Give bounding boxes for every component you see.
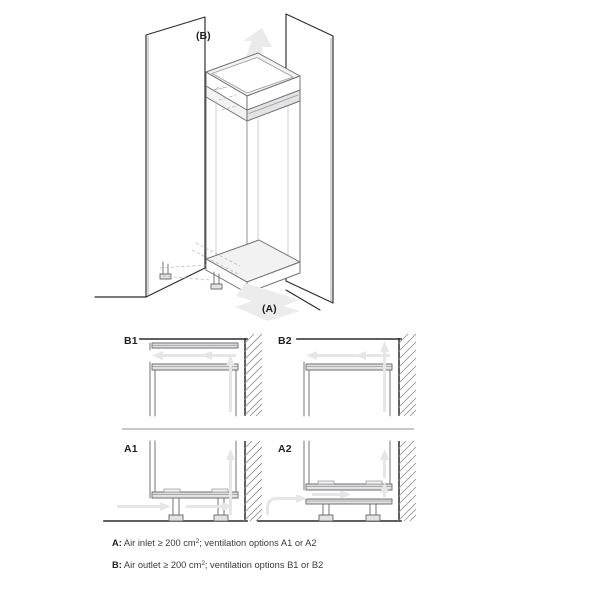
panel-b2-label: B2	[278, 335, 292, 347]
airflow-arrows-a2	[266, 449, 389, 515]
panel-a1-label: A1	[124, 443, 138, 455]
wall-hatching-b2	[397, 334, 416, 416]
caption-block: A: Air inlet ≥ 200 cm2; ventilation opti…	[112, 538, 323, 570]
wall-hatching-a1	[243, 441, 262, 522]
panel-b1-label: B1	[124, 335, 138, 347]
airflow-arrows-a1	[117, 449, 235, 515]
wall-hatching-a2	[397, 441, 416, 522]
leader-line-a	[285, 289, 321, 311]
airflow-arrows-b2	[306, 341, 390, 412]
caption-line-b: B: Air outlet ≥ 200 cm2; ventilation opt…	[112, 560, 323, 570]
panel-b2: B2	[278, 334, 416, 417]
isometric-view: (B) (A)	[94, 13, 334, 321]
panel-a1: A1	[103, 440, 262, 522]
panel-b1: B1	[124, 334, 262, 417]
label-air-inlet-a: (A)	[262, 303, 277, 315]
airflow-arrow-inlet	[235, 283, 300, 321]
appliance-legs-a2	[318, 503, 381, 522]
airflow-arrows-b1	[152, 351, 236, 412]
panel-a2: A2	[257, 440, 416, 522]
wall-hatching-b1	[243, 334, 262, 416]
appliance-legs-a1	[168, 497, 229, 522]
caption-line-a: A: Air inlet ≥ 200 cm2; ventilation opti…	[112, 538, 317, 548]
label-air-outlet-b: (B)	[196, 30, 211, 42]
airflow-hint-arrows	[213, 86, 241, 111]
panel-a2-label: A2	[278, 443, 292, 455]
niche-left-panel	[145, 16, 206, 298]
appliance-niche-body	[159, 52, 301, 294]
